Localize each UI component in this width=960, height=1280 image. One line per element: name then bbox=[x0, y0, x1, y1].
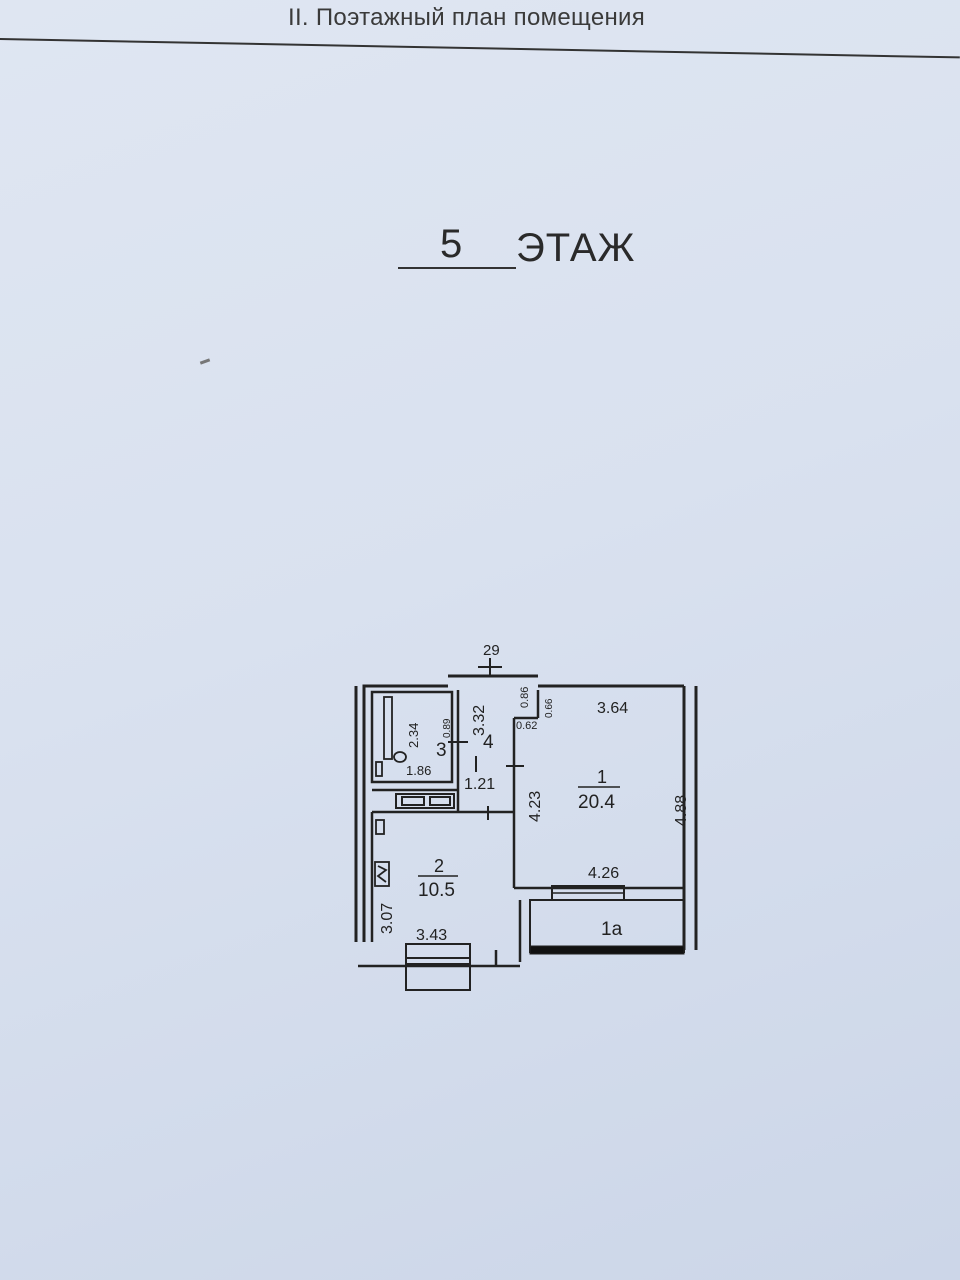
floor-label: ЭТАЖ bbox=[516, 226, 636, 270]
dim-room1-bottom: 4.26 bbox=[588, 865, 619, 882]
dim-door-086: 0.86 bbox=[519, 687, 531, 708]
floor-number: 5 bbox=[440, 222, 463, 266]
room-2-number: 2 bbox=[434, 856, 444, 876]
room-3-number: 3 bbox=[436, 740, 447, 761]
dim-bath-height: 2.34 bbox=[406, 723, 421, 748]
floor-number-underline bbox=[398, 267, 516, 269]
balcony bbox=[529, 885, 685, 955]
dim-room2-left: 3.07 bbox=[379, 903, 396, 934]
door-marks bbox=[448, 741, 524, 820]
room-1-area: 20.4 bbox=[578, 792, 615, 813]
room-4-number: 4 bbox=[483, 732, 494, 753]
room-1-number: 1 bbox=[597, 767, 607, 787]
dim-room1-top: 3.64 bbox=[597, 700, 628, 717]
dim-room2-bottom: 3.43 bbox=[416, 927, 447, 944]
kitchen-vent bbox=[374, 819, 390, 887]
dim-bath-width: 1.86 bbox=[406, 763, 431, 778]
dim-room1-left: 4.23 bbox=[527, 791, 544, 822]
dim-hall-height: 3.32 bbox=[471, 705, 488, 736]
window-niche bbox=[405, 943, 471, 991]
axis-label: 29 bbox=[483, 642, 500, 659]
dim-hall-width: 1.21 bbox=[464, 776, 495, 793]
room-2-area: 10.5 bbox=[418, 880, 455, 901]
kitchen-counter bbox=[395, 793, 455, 809]
document-title: II. Поэтажный план помещения bbox=[288, 4, 646, 31]
inner-walls bbox=[358, 690, 684, 968]
balcony-label: 1a bbox=[601, 919, 623, 940]
dim-door-066: 0.66 bbox=[544, 698, 555, 718]
bathroom-fixtures bbox=[375, 696, 407, 777]
dim-room1-right: 4.88 bbox=[673, 795, 690, 826]
dim-bath-small: 0.89 bbox=[442, 718, 453, 738]
dim-wall-062: 0.62 bbox=[516, 720, 537, 732]
axis-marker bbox=[478, 658, 502, 676]
